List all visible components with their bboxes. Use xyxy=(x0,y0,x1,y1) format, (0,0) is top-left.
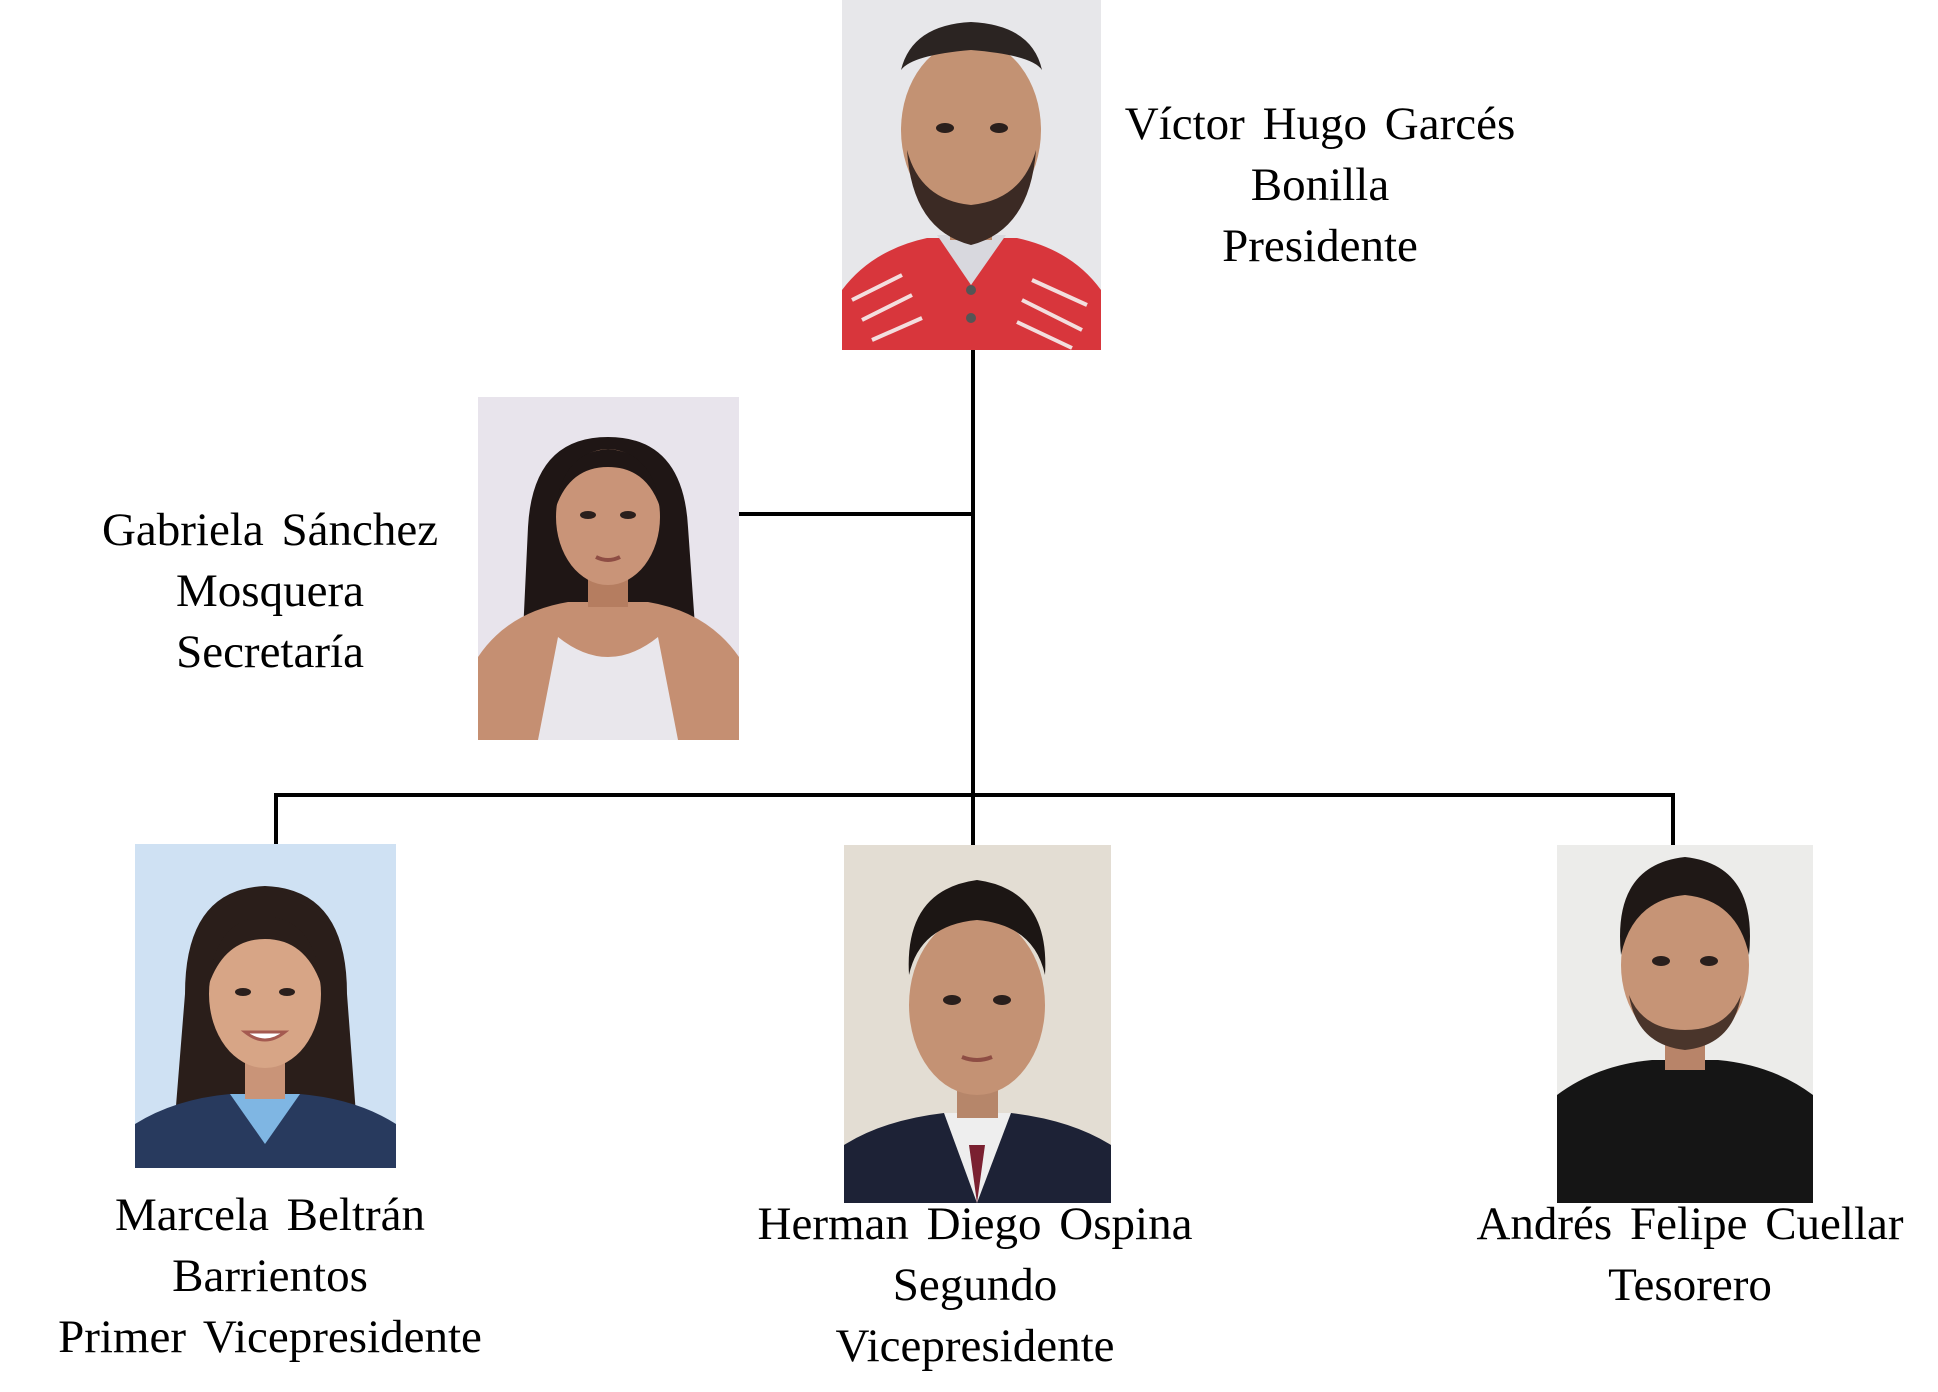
treasurer-caption: Andrés Felipe Cuellar Tesorero xyxy=(1450,1194,1930,1316)
second-vp-role-line2: Vicepresidente xyxy=(835,1320,1115,1372)
first-vp-photo xyxy=(135,844,396,1168)
second-vp-photo xyxy=(844,845,1111,1203)
treasurer-photo xyxy=(1557,845,1813,1203)
secretary-photo xyxy=(478,397,739,740)
secretary-role: Secretaría xyxy=(176,626,364,678)
first-vp-name-line1: Marcela Beltrán xyxy=(114,1189,426,1241)
secretary-name-line1: Gabriela Sánchez xyxy=(101,504,439,556)
president-name-line2: Bonilla xyxy=(1250,159,1390,211)
president-name-line1: Víctor Hugo Garcés xyxy=(1124,98,1516,150)
treasurer-name-line1: Andrés Felipe Cuellar xyxy=(1476,1198,1904,1250)
president-caption: Víctor Hugo Garcés Bonilla Presidente xyxy=(1095,94,1545,277)
treasurer-role: Tesorero xyxy=(1608,1259,1772,1311)
president-role: Presidente xyxy=(1222,220,1418,272)
secretary-caption: Gabriela Sánchez Mosquera Secretaría xyxy=(70,500,470,683)
second-vp-name-line1: Herman Diego Ospina xyxy=(757,1198,1193,1250)
first-vp-role: Primer Vicepresidente xyxy=(58,1311,482,1363)
second-vp-caption: Herman Diego Ospina Segundo Vicepresiden… xyxy=(725,1194,1225,1377)
first-vp-caption: Marcela Beltrán Barrientos Primer Vicepr… xyxy=(20,1185,520,1368)
second-vp-role-line1: Segundo xyxy=(892,1259,1058,1311)
president-photo xyxy=(842,0,1101,350)
secretary-name-line2: Mosquera xyxy=(176,565,364,617)
first-vp-name-line2: Barrientos xyxy=(172,1250,368,1302)
